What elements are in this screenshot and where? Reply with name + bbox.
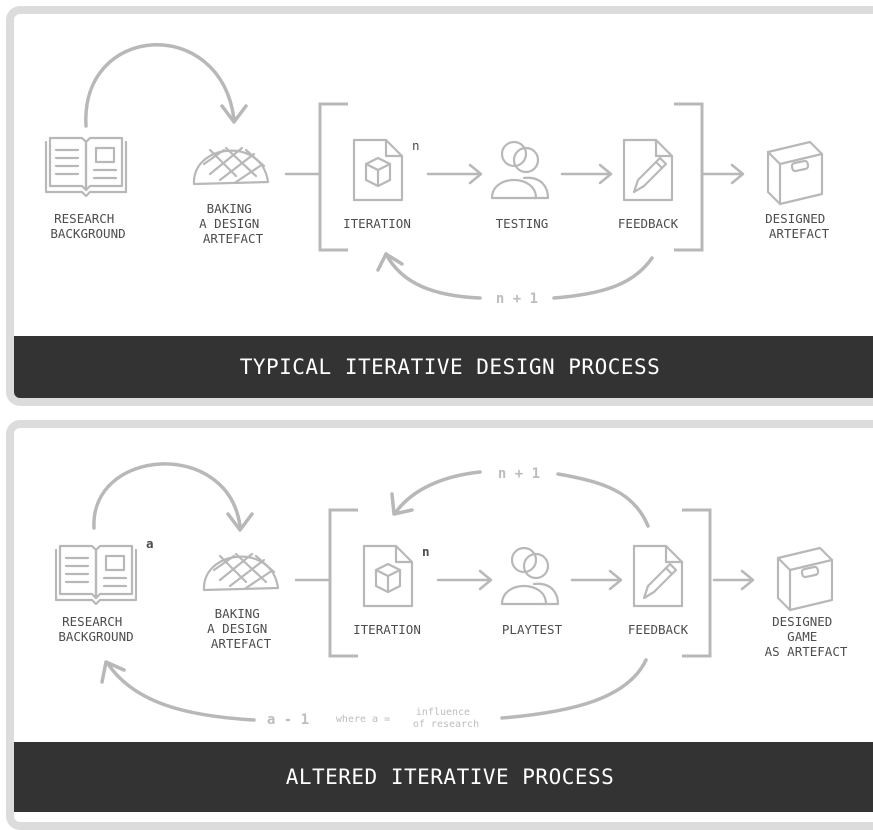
return-expression: a - 1: [267, 712, 309, 728]
arrow-to-feedback-head-icon: [608, 569, 623, 591]
iteration-label: ITERATION: [343, 216, 411, 231]
box-icon: [776, 546, 834, 612]
users-icon: [500, 546, 560, 606]
loop-label: n + 1: [496, 291, 538, 307]
baking-label-line3: ARTEFACT: [211, 636, 272, 651]
baking-label-line2: A DESIGN: [199, 216, 259, 231]
feedback-label: FEEDBACK: [618, 216, 679, 231]
loop-arc-right: [556, 472, 650, 528]
bread-bun-icon: [202, 552, 280, 592]
research-label-line1: RESEARCH: [54, 211, 114, 226]
loop-label: n + 1: [498, 466, 540, 482]
arc-arrowhead-icon: [220, 104, 248, 124]
research-label-line1: RESEARCH: [62, 614, 122, 629]
designed-label: DESIGNED GAME AS ARTEFACT: [765, 614, 848, 659]
return-arrowhead-icon: [100, 660, 126, 684]
where-fraction-denominator: of research: [413, 719, 479, 730]
iteration-superscript: n: [422, 544, 430, 559]
arc-research-to-baking: [92, 462, 242, 530]
research-superscript: a: [146, 536, 154, 551]
bracket-right: [682, 508, 712, 658]
document-cube-icon: [362, 544, 414, 608]
loop-arrowhead-icon: [390, 492, 414, 516]
designed-label-line3: AS ARTEFACT: [765, 644, 848, 659]
where-label: where a =: [336, 714, 390, 725]
loop-arrowhead-icon: [376, 252, 404, 272]
loop-arc-left: [384, 252, 482, 300]
designed-label-line2: GAME: [787, 629, 817, 644]
designed-label-line1: DESIGNED: [765, 211, 825, 226]
return-arc-right: [500, 658, 648, 720]
return-arc-left: [106, 662, 256, 722]
loop-arc-left: [394, 470, 482, 514]
arc-research-to-baking: [84, 43, 236, 128]
loop-arc-right: [552, 256, 654, 300]
designed-label-line1: DESIGNED: [772, 614, 832, 629]
arrow-to-testing-head-icon: [468, 163, 483, 185]
panel-title: TYPICAL ITERATIVE DESIGN PROCESS: [14, 336, 873, 398]
document-cube-icon: [352, 138, 404, 202]
baking-label-line1: BAKING: [215, 606, 260, 621]
arrow-to-designed-head-icon: [740, 569, 755, 591]
typical-process-diagram: RESEARCH BACKGROUND BAKING A DESIGN ARTE…: [44, 43, 833, 307]
baking-label-line3: ARTEFACT: [203, 231, 264, 246]
typical-process-panel: RESEARCH BACKGROUND BAKING A DESIGN ARTE…: [6, 6, 873, 406]
feedback-label: FEEDBACK: [628, 622, 689, 637]
bracket-left: [318, 102, 348, 252]
document-pen-icon: [632, 544, 684, 608]
baking-label-line1: BAKING: [207, 201, 252, 216]
where-fraction: influence of research: [413, 707, 479, 730]
baking-label-line2: A DESIGN: [207, 621, 267, 636]
altered-process-diagram: a RESEARCH BACKGROUND BAKING A DESIGN AR…: [54, 462, 848, 730]
playtest-label: PLAYTEST: [502, 622, 563, 637]
baking-label: BAKING A DESIGN ARTEFACT: [207, 606, 275, 651]
document-pen-icon: [622, 138, 674, 202]
designed-label-line2: ARTEFACT: [769, 226, 830, 241]
iteration-superscript: n: [412, 138, 420, 153]
designed-label: DESIGNED ARTEFACT: [765, 211, 833, 241]
arrow-to-playtest-head-icon: [478, 569, 493, 591]
box-icon: [766, 140, 824, 206]
book-icon: [44, 136, 128, 198]
research-label-line2: BACKGROUND: [50, 226, 125, 241]
research-label: RESEARCH BACKGROUND: [58, 614, 133, 644]
iteration-label: ITERATION: [353, 622, 421, 637]
users-icon: [490, 140, 550, 200]
arrow-to-feedback-head-icon: [598, 163, 613, 185]
arc-arrowhead-icon: [226, 512, 254, 532]
bracket-right: [674, 102, 704, 252]
panel-title: ALTERED ITERATIVE PROCESS: [14, 742, 873, 812]
research-label: RESEARCH BACKGROUND: [50, 211, 125, 241]
arrow-to-designed-head-icon: [730, 163, 745, 185]
baking-label: BAKING A DESIGN ARTEFACT: [199, 201, 267, 246]
bread-bun-icon: [192, 146, 270, 186]
research-label-line2: BACKGROUND: [58, 629, 133, 644]
testing-label: TESTING: [496, 216, 549, 231]
bracket-left: [328, 508, 358, 658]
altered-process-panel: a RESEARCH BACKGROUND BAKING A DESIGN AR…: [6, 420, 873, 830]
where-fraction-numerator: influence: [416, 707, 470, 718]
book-icon: [54, 544, 138, 606]
